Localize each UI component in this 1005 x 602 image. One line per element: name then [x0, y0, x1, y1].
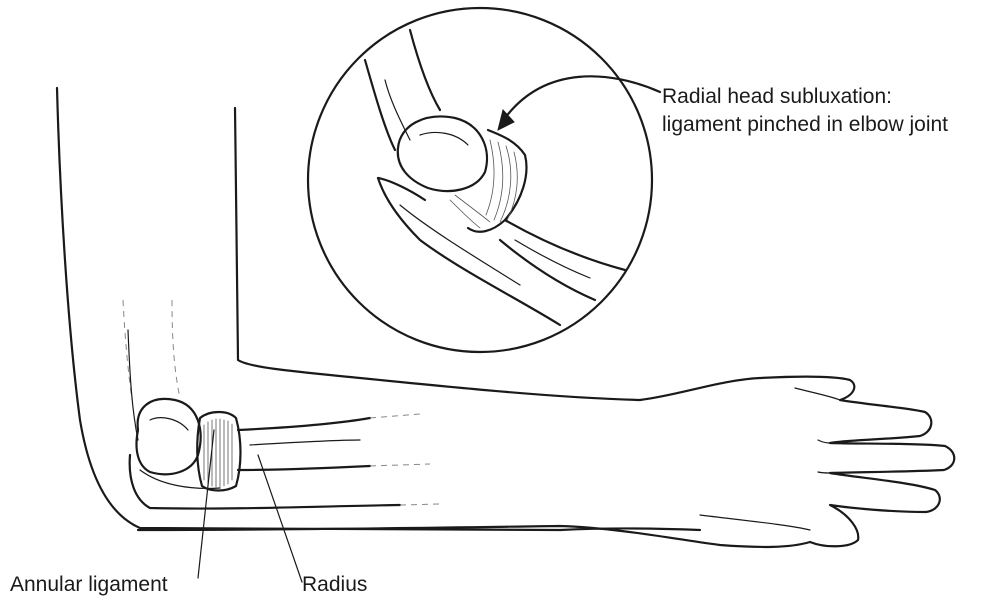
subluxation-label: Radial head subluxation: ligament pinche… [662, 83, 948, 140]
subluxation-label-line1: Radial head subluxation: [662, 83, 948, 111]
elbow-bones [123, 300, 440, 509]
hand-outline [640, 377, 954, 547]
inset-magnified-view [308, 8, 652, 352]
annular-ligament-label: Annular ligament [10, 571, 168, 599]
subluxation-label-line2: ligament pinched in elbow joint [662, 111, 948, 139]
radius-label: Radius [302, 571, 367, 599]
leader-lines [198, 430, 302, 582]
